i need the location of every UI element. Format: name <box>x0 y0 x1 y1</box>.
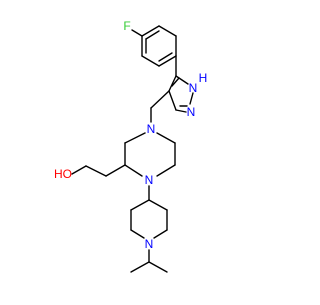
pyrazole-nh-n-label: N <box>189 81 198 95</box>
piperidine-n-label: N <box>145 237 154 251</box>
bonds <box>71 25 194 273</box>
atom-labels: F N H N N N N HO <box>54 19 207 251</box>
fluorine-label: F <box>123 19 130 33</box>
pyrazole-nh-h-label: H <box>199 71 208 85</box>
piperazine-n-top-label: N <box>147 122 156 136</box>
pyrazole-n-label: N <box>187 105 196 119</box>
piperazine-n-bottom-label: N <box>145 173 154 187</box>
hydroxyl-label: HO <box>54 167 72 181</box>
molecule-drawing: F N H N N N N HO <box>54 19 207 273</box>
structure-canvas: F N H N N N N HO <box>54 19 207 273</box>
